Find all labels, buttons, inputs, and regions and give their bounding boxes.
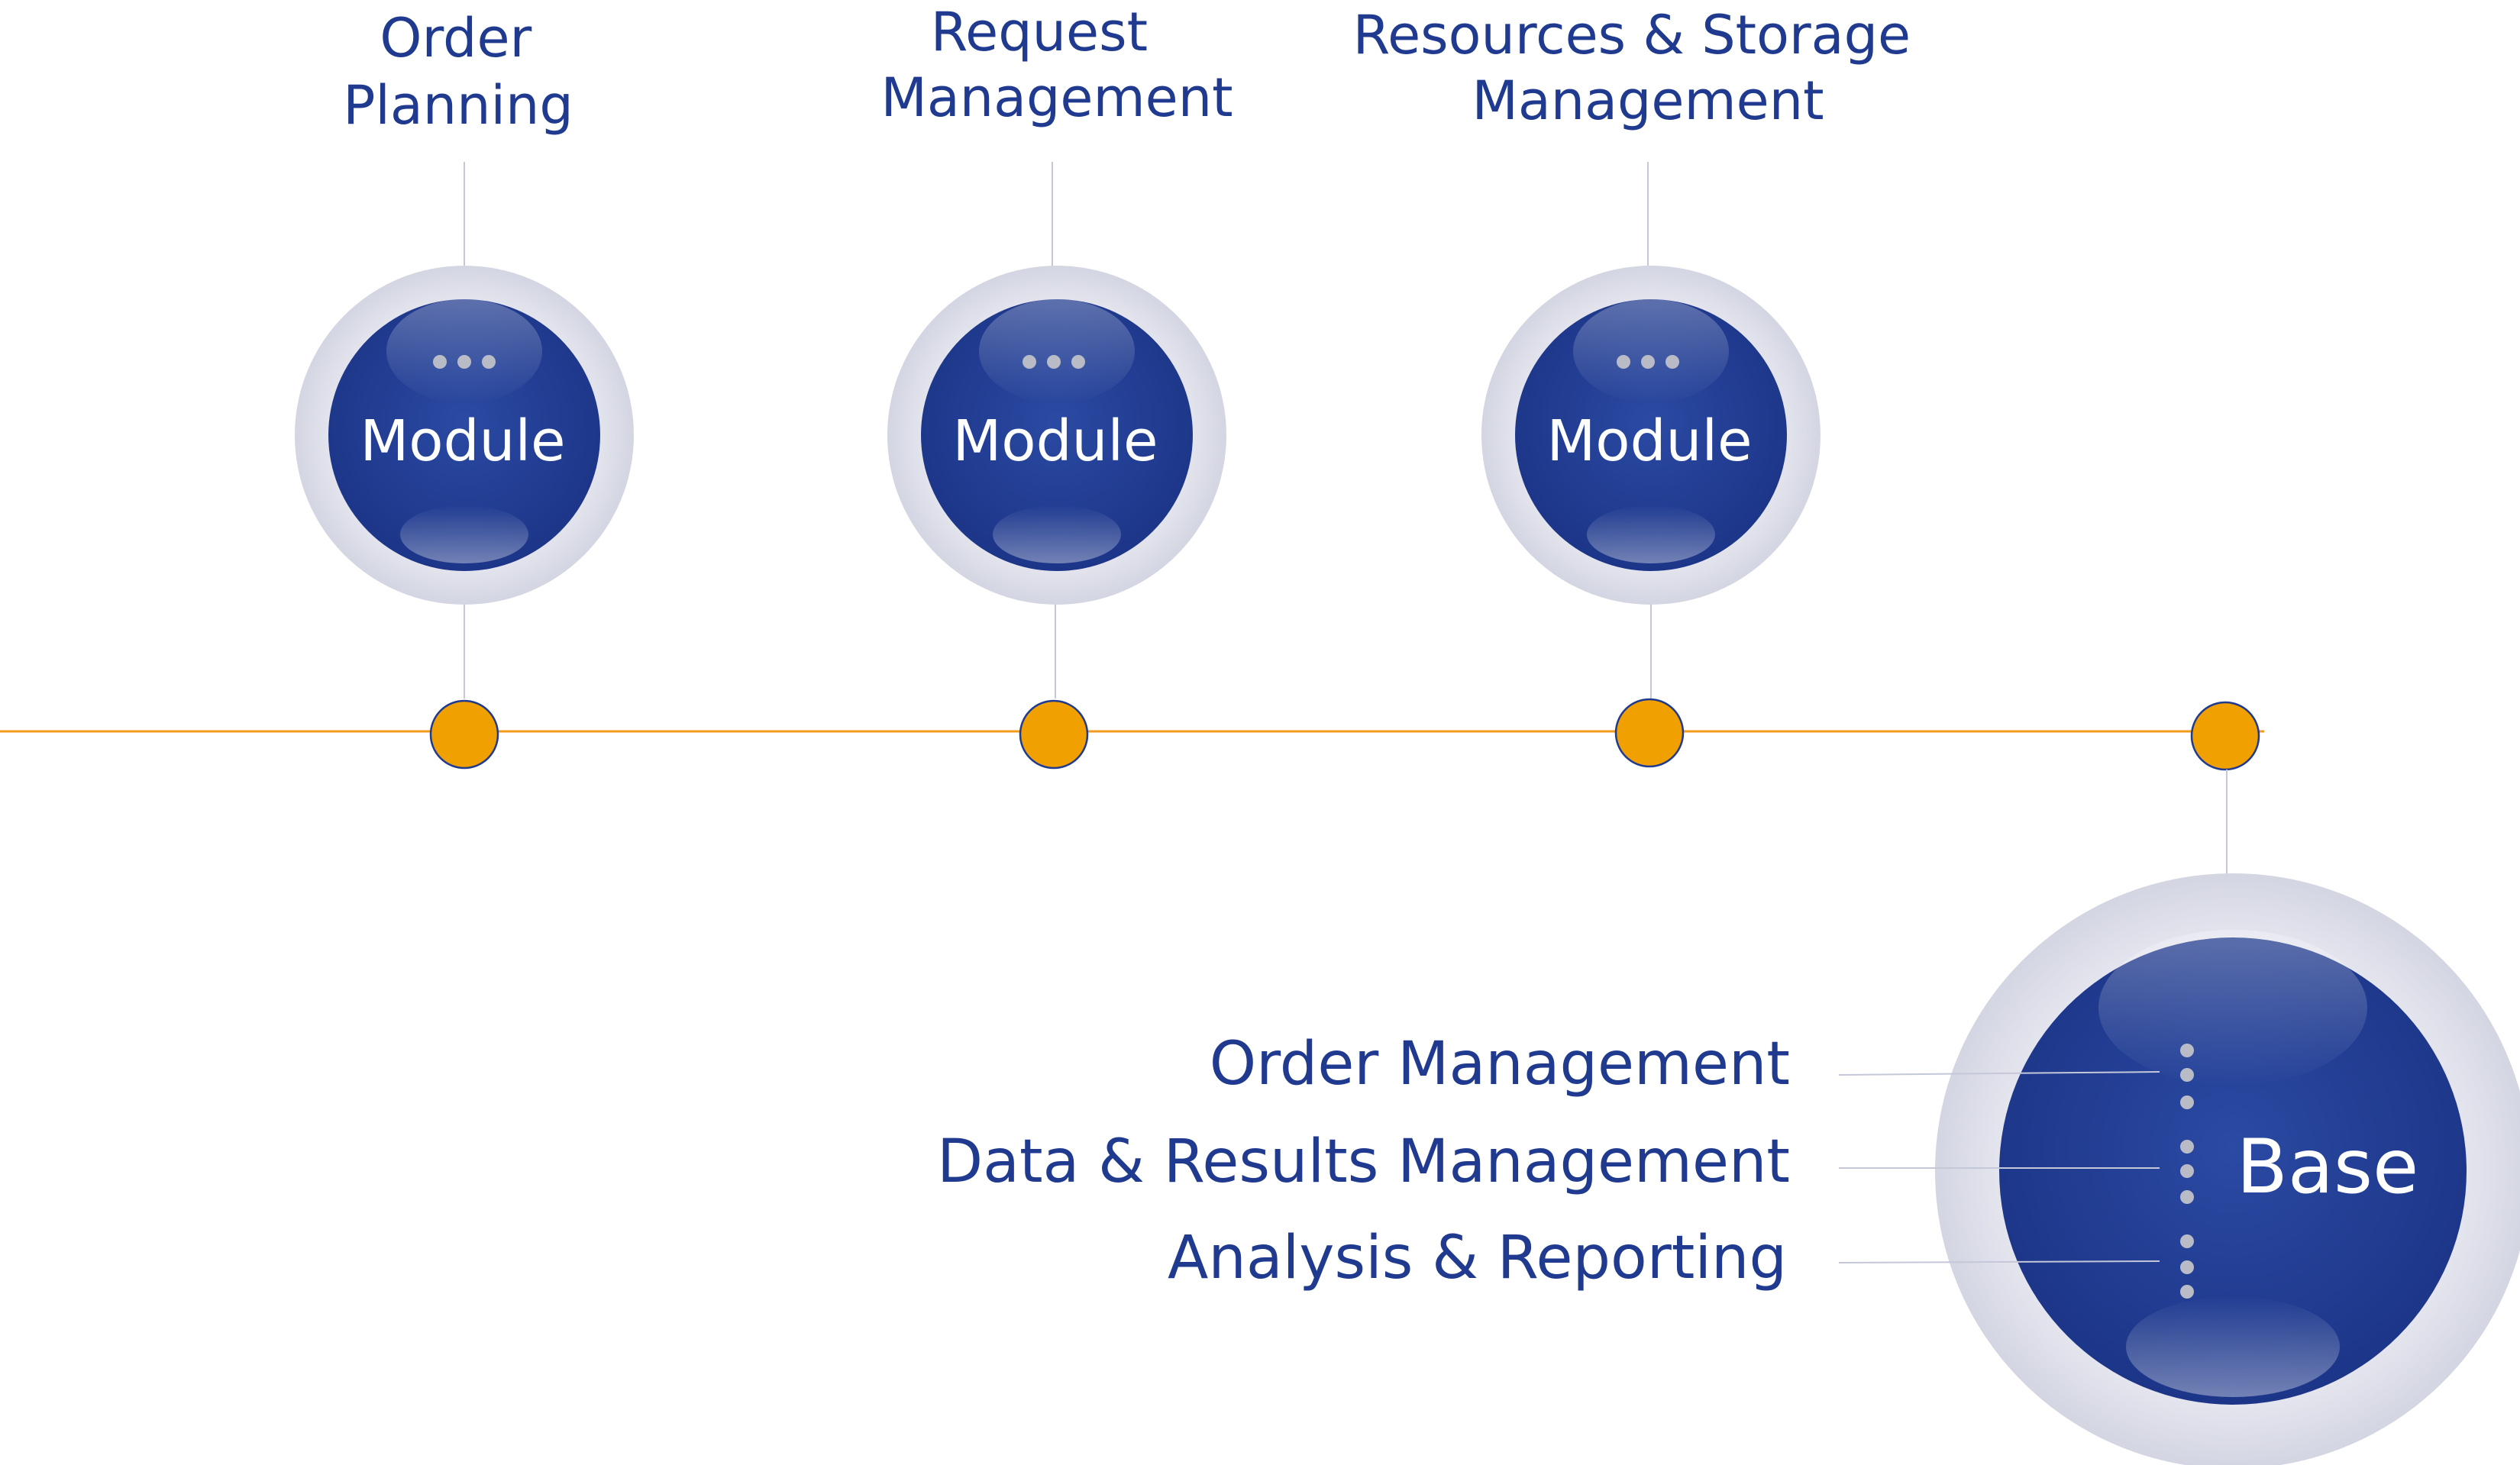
module-highlight-bottom bbox=[1587, 505, 1715, 563]
module-label: Module bbox=[952, 408, 1158, 474]
module-title: Resources & Storage Management bbox=[1353, 4, 1928, 132]
module-highlight-bottom bbox=[400, 505, 528, 563]
timeline-node bbox=[1614, 698, 1685, 768]
timeline-node bbox=[429, 699, 499, 770]
module-title-line-1: Order bbox=[380, 7, 531, 69]
base-item-connector bbox=[1838, 1071, 2160, 1076]
base-highlight-bottom bbox=[2126, 1296, 2340, 1397]
module-title: Order Planning bbox=[343, 7, 573, 137]
module-highlight-top bbox=[979, 299, 1135, 403]
module-title-line-2: Planning bbox=[343, 74, 573, 137]
base-item-label: Analysis & Reporting bbox=[1168, 1224, 1787, 1292]
module-request-management: Request Management Module bbox=[880, 1, 1233, 770]
base-item-label: Order Management bbox=[1210, 1030, 1790, 1099]
module-highlight-top bbox=[1573, 299, 1729, 403]
module-order-planning: Order Planning Module bbox=[295, 7, 634, 770]
module-highlight-top bbox=[386, 299, 542, 403]
timeline-node bbox=[1019, 699, 1089, 770]
module-title-line-1: Resources & Storage bbox=[1353, 4, 1911, 66]
module-title-line-2: Management bbox=[880, 66, 1233, 129]
module-label: Module bbox=[1546, 408, 1752, 474]
module-title: Request Management bbox=[880, 1, 1233, 129]
base-item-label: Data & Results Management bbox=[937, 1128, 1790, 1196]
module-label: Module bbox=[360, 408, 565, 474]
module-resources-storage-management: Resources & Storage Management Module bbox=[1353, 4, 1928, 768]
timeline-node bbox=[2190, 701, 2260, 771]
base-ball bbox=[1999, 937, 2467, 1405]
ellipsis-icon bbox=[433, 355, 496, 369]
module-title-line-2: Management bbox=[1472, 69, 1824, 132]
base-dots-icon bbox=[2180, 1044, 2194, 1299]
base-label: Base bbox=[2237, 1124, 2419, 1211]
ellipsis-icon bbox=[1617, 355, 1679, 369]
module-highlight-bottom bbox=[993, 505, 1121, 563]
ellipsis-icon bbox=[1023, 355, 1085, 369]
base-highlight-top bbox=[2098, 930, 2367, 1086]
module-title-line-1: Request bbox=[931, 1, 1148, 63]
base-module: Base Order Management Data & Results Man… bbox=[937, 701, 2520, 1465]
base-item-connector bbox=[1838, 1260, 2160, 1263]
